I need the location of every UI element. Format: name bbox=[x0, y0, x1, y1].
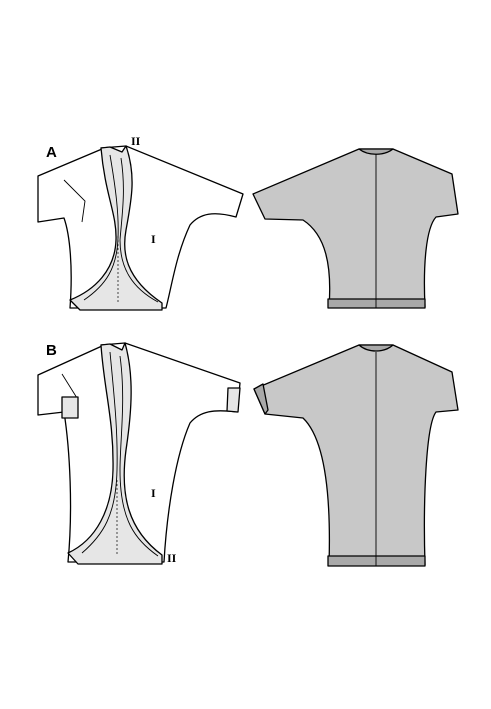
view-b-sleeve-cuff-right bbox=[226, 387, 241, 413]
view-b: B I II bbox=[37, 342, 459, 567]
view-b-back-sleeve-cuff bbox=[253, 383, 269, 415]
view-b-piece-label-i: I bbox=[151, 486, 156, 500]
view-b-band-seam-left bbox=[81, 351, 118, 554]
view-a-back-neckband bbox=[358, 148, 394, 155]
view-a-sleeve-fold bbox=[63, 179, 86, 223]
view-b-label: B bbox=[46, 342, 57, 359]
view-b-back bbox=[253, 344, 459, 567]
view-b-front-body bbox=[37, 342, 241, 563]
view-a: A II I bbox=[37, 134, 459, 311]
view-a-band-seam-right bbox=[119, 157, 159, 303]
view-a-piece-label-ii: II bbox=[131, 134, 141, 148]
view-a-front-body bbox=[37, 145, 244, 309]
view-b-front: I II bbox=[37, 342, 241, 565]
view-b-sleeve-cuff-left bbox=[61, 396, 79, 419]
view-b-back-body bbox=[253, 344, 459, 566]
view-a-back bbox=[252, 148, 459, 309]
view-b-back-neckband bbox=[358, 344, 394, 352]
view-b-band-seam-right bbox=[119, 355, 159, 557]
view-b-back-hemband bbox=[327, 555, 426, 567]
view-a-front: II I bbox=[37, 134, 244, 311]
view-b-piece-label-ii: II bbox=[167, 551, 177, 565]
view-a-label: A bbox=[46, 144, 57, 161]
view-a-front-band bbox=[69, 145, 163, 311]
view-a-piece-label-i: I bbox=[151, 232, 156, 246]
view-a-back-hemband bbox=[327, 298, 426, 309]
view-b-front-band bbox=[67, 342, 163, 565]
view-a-back-body bbox=[252, 148, 459, 308]
